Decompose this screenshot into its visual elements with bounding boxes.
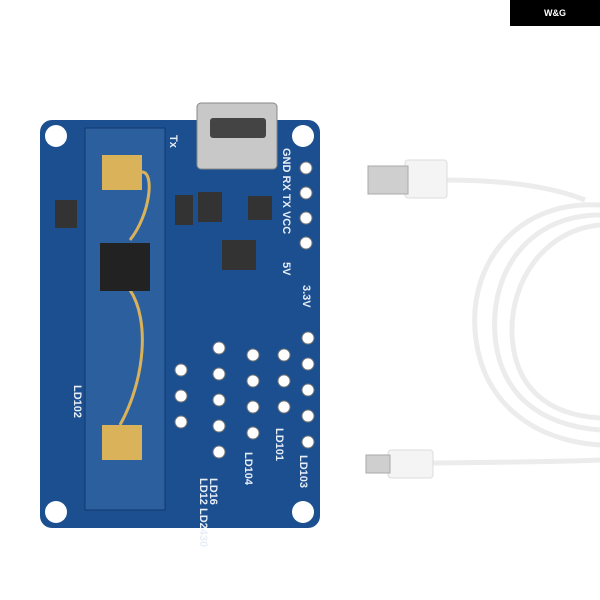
label-3v3: 3.3V (300, 285, 312, 308)
usb-cable (429, 177, 600, 466)
label-pins: GND RX TX VCC (280, 148, 292, 234)
pcb-board (40, 120, 320, 528)
label-ld12: LD12 (197, 478, 209, 505)
label-ld103: LD103 (297, 455, 309, 488)
label-tx: Tx (167, 135, 179, 149)
label-ld2430: LD2430 (197, 508, 209, 547)
micro-usb-plug-bottom (365, 449, 434, 479)
label-ld104: LD104 (242, 452, 254, 486)
brand-logo: W&G (510, 0, 600, 26)
mounting-holes (45, 125, 314, 523)
label-ld101: LD101 (273, 428, 285, 461)
brand-logo-text: W&G (544, 8, 566, 18)
pin-headers (174, 161, 315, 459)
label-ld102: LD102 (71, 385, 83, 418)
antenna-patches (102, 155, 151, 460)
radar-chip (100, 243, 150, 291)
label-5v: 5V (280, 262, 292, 276)
label-ld16: LD16 (207, 478, 219, 505)
micro-usb-plug-top (367, 159, 448, 199)
smd-components (55, 192, 272, 270)
usb-port (196, 102, 278, 170)
